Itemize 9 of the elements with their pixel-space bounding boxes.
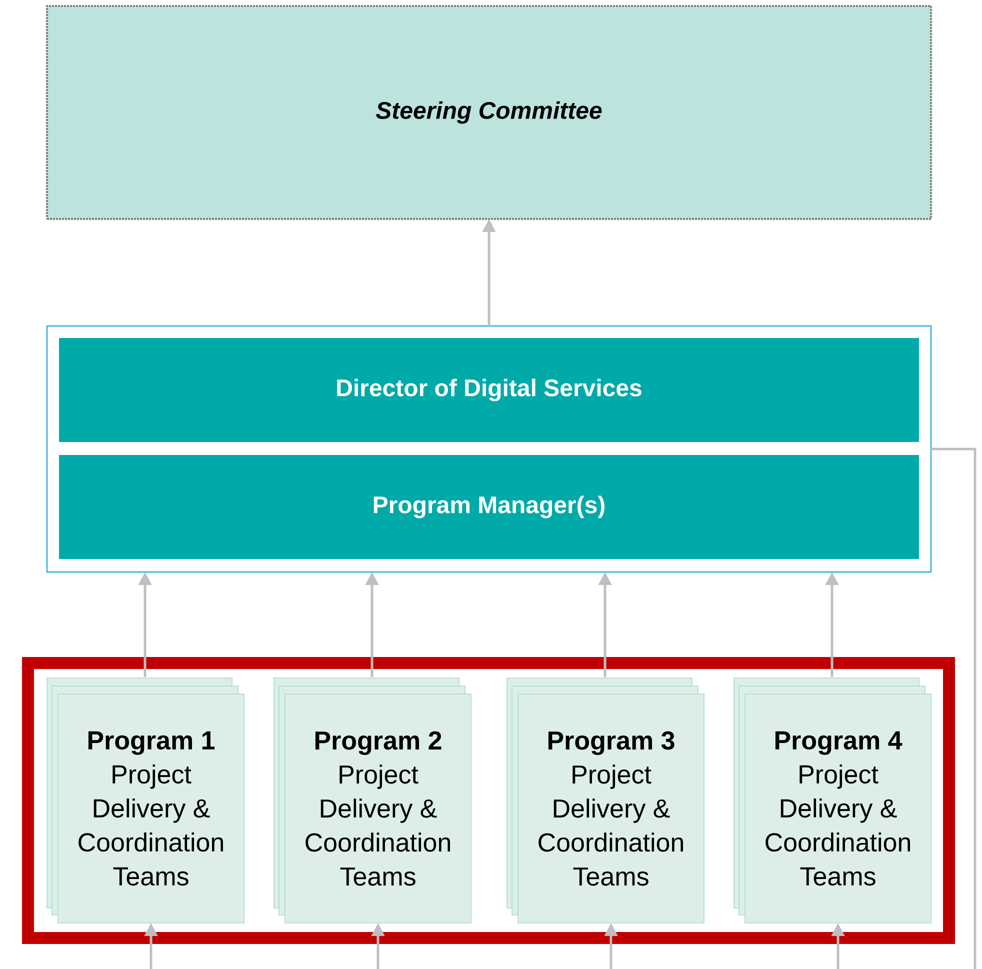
program-stack: Program 4 Project Delivery & Coordination Teams (734, 678, 932, 924)
role-band: Director of Digital Services (59, 338, 919, 442)
group-box (46, 325, 932, 573)
program-frame (22, 657, 955, 944)
committee-box: Steering Committee (46, 5, 932, 220)
program-stack: Program 2 Project Delivery & Coordination Teams (274, 678, 472, 924)
role-band: Program Manager(s) (59, 455, 919, 559)
program-stack: Program 1 Project Delivery & Coordination Teams (46, 678, 244, 924)
program-stack: Program 3 Project Delivery & Coordination Teams (506, 678, 704, 924)
